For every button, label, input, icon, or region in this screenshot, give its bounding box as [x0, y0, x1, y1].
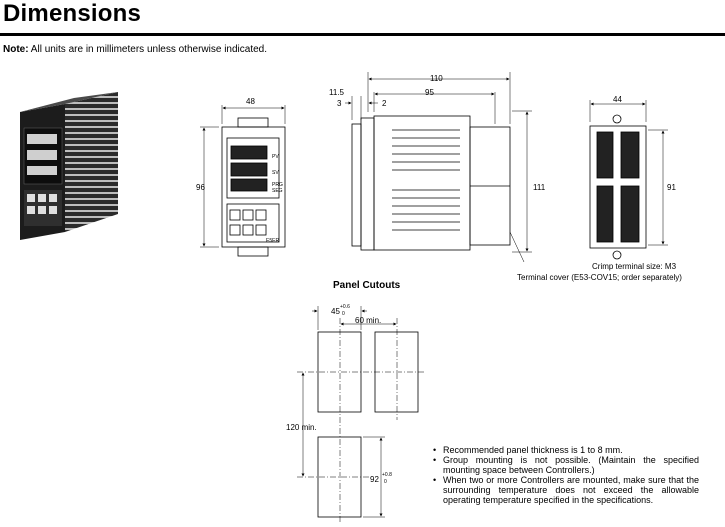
pv-label: PV	[272, 154, 279, 160]
cutout-height-tol-low: 0	[384, 479, 387, 485]
seg-label: SEG	[272, 188, 283, 194]
panel-cutouts-drawing	[297, 306, 426, 522]
note-item: Recommended panel thickness is 1 to 8 mm…	[433, 445, 699, 455]
front-width-dim: 48	[246, 97, 255, 106]
note-item: Group mounting is not possible. (Maintai…	[433, 455, 699, 475]
product-photo	[20, 92, 118, 240]
cutout-height-tol: +0.8	[382, 472, 392, 478]
side-overall-dim: 110	[430, 74, 443, 83]
side-height-dim: 111	[533, 183, 546, 192]
rear-width-dim: 44	[613, 95, 622, 104]
cutout-pitch-h: 60 min.	[355, 316, 381, 325]
note-text: All units are in millimeters unless othe…	[30, 44, 268, 55]
side-offset-right-dim: 2	[382, 99, 387, 108]
title-rule	[0, 33, 725, 36]
side-offset-left-dim: 3	[337, 99, 342, 108]
mounting-notes: Recommended panel thickness is 1 to 8 mm…	[433, 445, 699, 505]
side-offset-top-dim: 11.5	[329, 88, 345, 97]
note-item: When two or more Controllers are mounted…	[433, 475, 699, 505]
cutout-width-tol: +0.6	[340, 304, 350, 310]
page-title: Dimensions	[3, 0, 142, 27]
rear-view	[589, 100, 668, 260]
prg-label: PRG	[272, 182, 283, 188]
cutout-height-dim: 92	[370, 475, 379, 484]
panel-cutouts-title: Panel Cutouts	[333, 280, 401, 291]
side-view	[345, 72, 532, 263]
cutout-width-dim: 45	[331, 307, 340, 316]
terminal-size-label: Crimp terminal size: M3	[592, 262, 677, 271]
front-view	[200, 105, 286, 257]
rear-height-dim: 91	[667, 183, 676, 192]
note-label: Note:	[3, 44, 29, 55]
front-height-dim: 96	[196, 183, 205, 192]
side-depth-dim: 95	[425, 88, 434, 97]
cutout-width-tol-low: 0	[342, 311, 345, 317]
sv-label: SV	[272, 170, 279, 176]
cutout-pitch-v: 120 min.	[286, 423, 317, 432]
terminal-cover-label: Terminal cover (E53-COV15; order separat…	[517, 273, 682, 282]
units-note: Note: All units are in millimeters unles…	[3, 44, 267, 55]
brand-label: E5ER	[266, 238, 279, 244]
